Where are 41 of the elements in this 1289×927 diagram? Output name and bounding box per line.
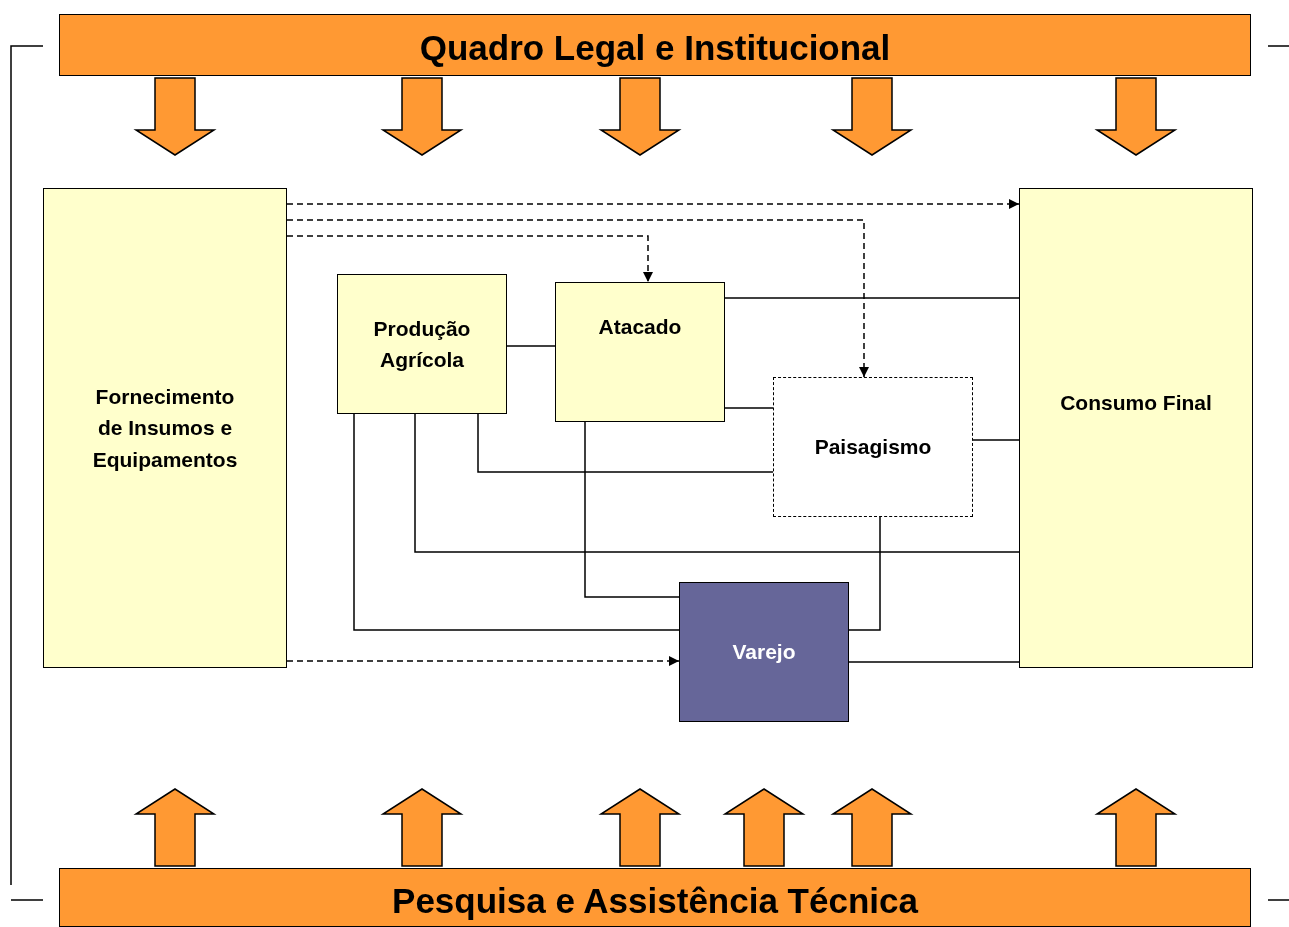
connector-line [584,421,680,598]
arrow [286,219,869,378]
banner-bar [59,868,1251,927]
block-arrow [598,77,682,156]
connector-line [848,661,1020,663]
node-label: Consumo Final [1060,390,1212,417]
process-box [43,188,287,668]
node-label: Produção Agrícola [372,315,472,373]
block-arrow [133,77,217,156]
block-arrow [722,788,806,867]
process-box [679,582,849,722]
connector-line [477,413,774,473]
process-box [337,274,507,414]
node-label: Varejo [732,639,796,666]
connector-line [848,516,881,631]
process-box [1019,188,1253,668]
block-arrow [1094,77,1178,156]
node-label: Paisagismo [814,434,932,461]
block-arrow [830,788,914,867]
connector-line [414,413,1020,553]
block-arrow [1094,788,1178,867]
node-label: Atacado [598,314,682,341]
block-arrow [380,77,464,156]
node-label: Quadro Legal e Institucional [419,28,891,68]
connector-line [724,407,774,409]
block-arrow [830,77,914,156]
node-label: Fornecimento de Insumos e Equipamentos [91,383,239,473]
block-arrow [598,788,682,867]
connector-line [506,345,556,347]
connector-line [972,439,1020,441]
connector-line [724,297,1020,299]
process-box [555,282,725,422]
arrow [286,656,680,666]
block-arrow [380,788,464,867]
banner-bar [59,14,1251,76]
block-arrow [133,788,217,867]
arrow [286,199,1020,209]
connector-line [353,413,680,631]
dashed-process-box [773,377,973,517]
node-label: Pesquisa e Assistência Técnica [392,882,918,921]
arrow [286,235,653,283]
